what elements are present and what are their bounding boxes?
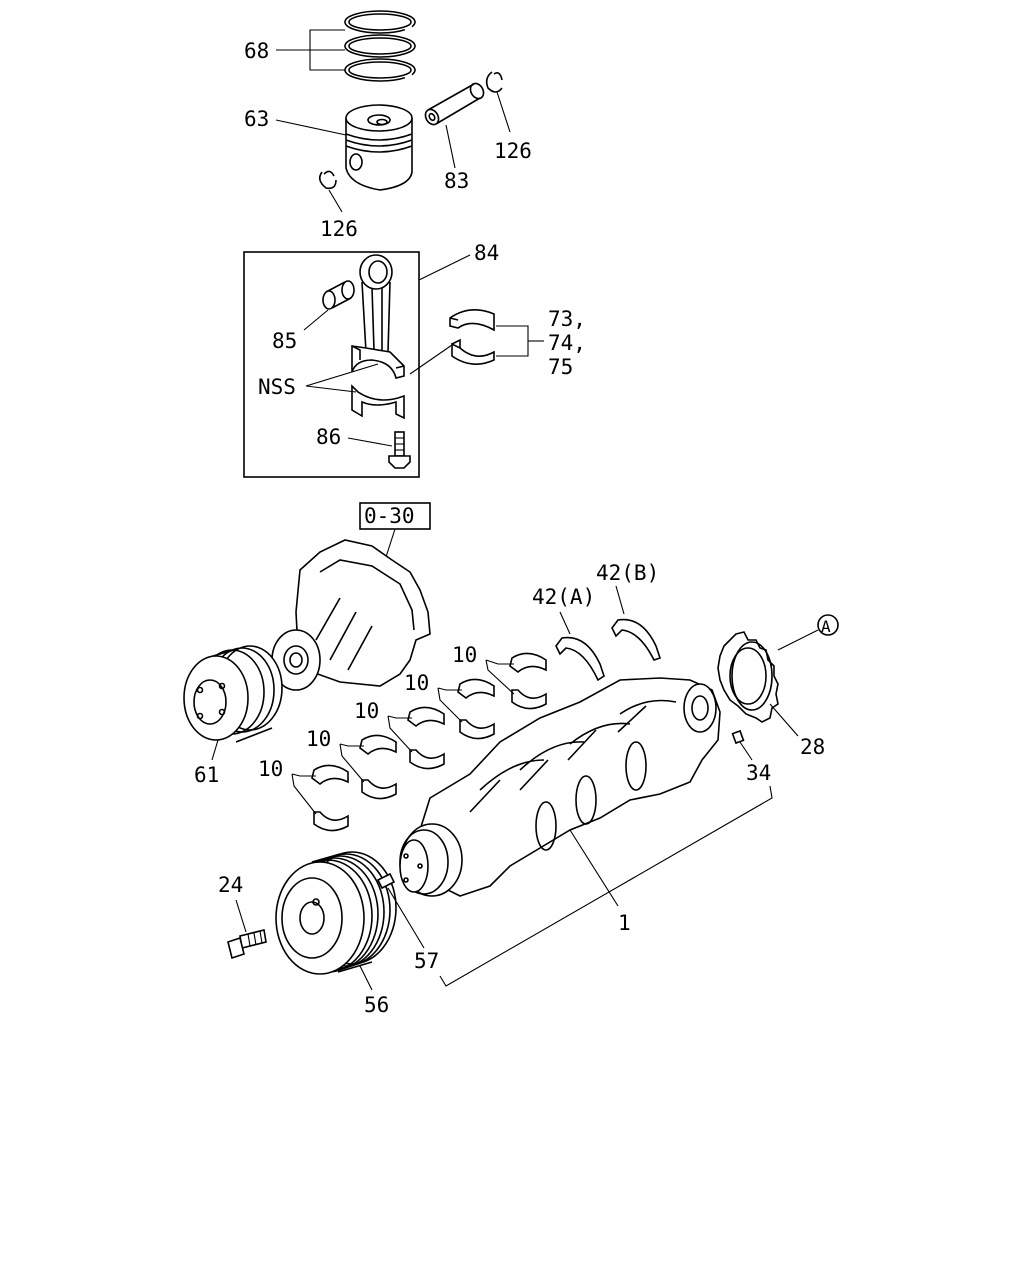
label-1: 1 (618, 911, 631, 935)
dowel-pin (376, 872, 396, 890)
callout-34: 34 (739, 741, 771, 785)
callout-24: 24 (218, 873, 247, 933)
callout-42a: 42(A) (532, 585, 595, 635)
label-0-30: 0-30 (364, 504, 415, 528)
label-75: 75 (548, 355, 573, 379)
connecting-rod (351, 254, 405, 420)
pulley-bolt (227, 929, 267, 960)
callout-84: 84 (418, 241, 499, 281)
rod-bolt (388, 431, 411, 469)
label-73: 73, (548, 307, 586, 331)
label-10-c: 10 (354, 699, 379, 723)
callout-10-a: 10 (452, 643, 515, 695)
label-10-e: 10 (258, 757, 283, 781)
label-10-b: 10 (404, 671, 429, 695)
callout-1: 1 (439, 785, 773, 987)
label-34: 34 (746, 761, 771, 785)
label-nss: NSS (258, 375, 296, 399)
label-126-left: 126 (320, 217, 358, 241)
crank-gear (717, 631, 779, 723)
callout-10-c: 10 (354, 699, 413, 753)
label-42a: 42(A) (532, 585, 595, 609)
callout-10-e: 10 (258, 757, 317, 815)
label-57: 57 (414, 949, 439, 973)
label-10-a: 10 (452, 643, 477, 667)
main-bearings (311, 652, 547, 832)
label-74: 74, (548, 331, 586, 355)
rear-pulley (183, 645, 283, 743)
callout-10-b: 10 (404, 671, 463, 723)
snap-ring-left (318, 170, 337, 190)
callout-56: 56 (359, 965, 389, 1017)
label-86: 86 (316, 425, 341, 449)
callout-126-right: 126 (494, 91, 532, 163)
crankshaft (399, 677, 721, 897)
thrust-washers (555, 618, 662, 682)
label-68: 68 (244, 39, 269, 63)
conrod-assembly-box (243, 251, 420, 478)
key-34 (731, 729, 745, 745)
reference-box: 0-30 (359, 502, 431, 561)
label-85: 85 (272, 329, 297, 353)
callout-10-d: 10 (306, 727, 365, 783)
callout-63: 63 (244, 107, 347, 136)
front-housing (271, 539, 431, 691)
callout-68: 68 (244, 29, 345, 71)
label-63: 63 (244, 107, 269, 131)
callout-86: 86 (316, 425, 393, 449)
callout-126-left: 126 (320, 189, 358, 241)
callout-nss: NSS (258, 363, 379, 399)
rod-bushing (322, 280, 355, 310)
label-28: 28 (800, 735, 825, 759)
callout-85: 85 (272, 309, 329, 353)
label-42b: 42(B) (596, 561, 659, 585)
label-61: 61 (194, 763, 219, 787)
label-126-right: 126 (494, 139, 532, 163)
label-a: A (821, 617, 831, 636)
label-83: 83 (444, 169, 469, 193)
callout-a: A (777, 614, 839, 651)
callout-28: 28 (769, 703, 825, 759)
piston (345, 104, 413, 191)
piston-rings (344, 10, 416, 82)
callout-73-75: 73, 74, 75 (409, 307, 586, 379)
label-10-d: 10 (306, 727, 331, 751)
callout-61: 61 (194, 739, 219, 787)
damper-pulley (275, 851, 397, 975)
callout-57: 57 (387, 887, 439, 973)
callout-42b: 42(B) (596, 561, 659, 615)
snap-ring-right (485, 71, 503, 93)
callout-83: 83 (444, 124, 469, 193)
label-56: 56 (364, 993, 389, 1017)
label-84: 84 (474, 241, 499, 265)
label-24: 24 (218, 873, 243, 897)
rod-bearing-shells (449, 309, 495, 365)
piston-pin (424, 82, 485, 126)
